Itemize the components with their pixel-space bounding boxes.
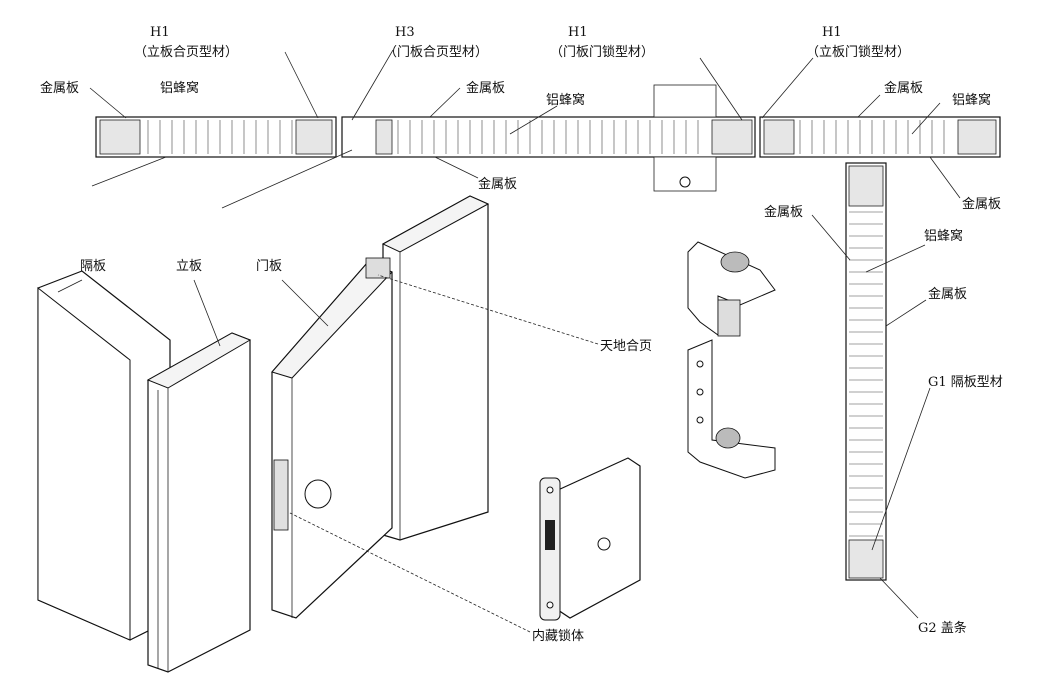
pivot-hinges <box>687 241 776 479</box>
top-section <box>95 84 1001 192</box>
label-h3-name: （门板合页型材） <box>384 45 488 60</box>
lock-case <box>557 457 641 619</box>
label-g1: G1 隔板型材 <box>928 375 1003 390</box>
label-honeycomb-3: 铝蜂窝 <box>952 92 991 108</box>
label-metal-plate-6: 金属板 <box>764 204 803 220</box>
section-panel-2 <box>341 116 756 158</box>
label-h1-a-code: H1 <box>150 25 170 40</box>
label-h1-b-code: H1 <box>568 25 588 40</box>
label-metal-plate-2: 金属板 <box>466 80 505 96</box>
lock-box-top <box>653 84 717 118</box>
label-metal-plate-3: 金属板 <box>478 176 517 192</box>
labels: H1 （立板合页型材） H3 （门板合页型材） H1 （门板门锁型材） H1 （… <box>40 25 1003 644</box>
vertical-panel <box>845 162 887 581</box>
label-honeycomb-2: 铝蜂窝 <box>546 92 585 108</box>
label-upright: 立板 <box>176 259 202 274</box>
leader-lines <box>57 49 961 633</box>
label-metal-plate-7: 金属板 <box>928 286 967 302</box>
label-pivot-hinge: 天地合页 <box>600 339 652 354</box>
keyhole-circle <box>679 176 691 188</box>
label-door: 门板 <box>256 259 282 274</box>
partition-assembly <box>37 270 252 673</box>
label-honeycomb-1: 铝蜂窝 <box>160 80 199 96</box>
label-concealed-lock: 内藏锁体 <box>532 628 584 644</box>
label-partition: 隔板 <box>80 259 106 274</box>
label-h1-c-code: H1 <box>822 25 842 40</box>
label-h3-code: H3 <box>395 25 415 40</box>
label-g2: G2 盖条 <box>918 620 967 636</box>
door-assembly <box>271 195 490 619</box>
label-h1-a-name: （立板合页型材） <box>134 45 238 60</box>
label-metal-plate-4: 金属板 <box>884 80 923 96</box>
lock-faceplate <box>273 459 289 531</box>
lower-hinge <box>687 339 776 479</box>
label-h1-c-name: （立板门锁型材） <box>806 44 910 60</box>
door-knob <box>304 479 332 509</box>
label-h1-b-name: （门板门锁型材） <box>550 44 654 60</box>
label-metal-plate-5: 金属板 <box>962 196 1001 212</box>
lock-body <box>539 457 641 621</box>
top-hinge <box>365 257 391 279</box>
label-honeycomb-4: 铝蜂窝 <box>924 228 963 244</box>
vertical-section <box>845 162 887 581</box>
label-metal-plate-1: 金属板 <box>40 80 79 96</box>
